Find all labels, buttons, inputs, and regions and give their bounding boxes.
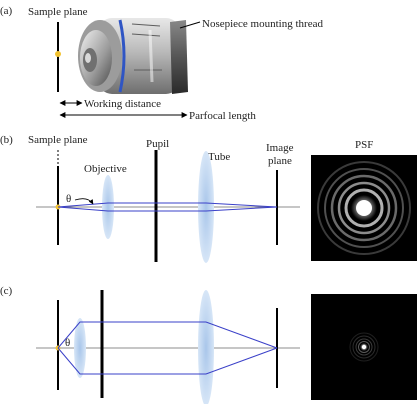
- angle-arc-b: [75, 199, 93, 204]
- angle-label-b: θ: [66, 193, 71, 205]
- panel-b-label: (b): [0, 134, 13, 146]
- panel-a: (a) Sample plane Nosepiece mounting thre…: [0, 5, 323, 122]
- sample-plane-label-a: Sample plane: [28, 6, 88, 18]
- parfocal-length-label: Parfocal length: [189, 110, 256, 122]
- working-distance-label: Working distance: [84, 98, 161, 110]
- ray-lower-c: [58, 348, 277, 374]
- sample-plane-label-b: Sample plane: [28, 134, 88, 146]
- tube-lens-c: [198, 290, 214, 404]
- angle-label-c: θ: [65, 337, 70, 349]
- psf-image-b: [311, 155, 417, 261]
- ray-lower-b: [58, 207, 277, 211]
- panel-c: (c) θ: [0, 285, 417, 404]
- ray-upper-c: [58, 322, 277, 348]
- sample-point-a: [55, 51, 61, 57]
- image-plane-label-1: Image: [266, 142, 294, 154]
- panel-b: (b) Sample plane Objective Pupil Tube Im…: [0, 134, 417, 263]
- tube-label: Tube: [208, 151, 230, 163]
- psf-core-c: [362, 345, 366, 349]
- psf-label: PSF: [355, 139, 373, 151]
- pupil-label: Pupil: [146, 138, 169, 150]
- panel-a-label: (a): [0, 5, 13, 17]
- mounting-thread: [170, 20, 188, 94]
- objective-sheen: [150, 30, 152, 82]
- objective-label: Objective: [84, 163, 127, 175]
- tube-lens-b: [198, 151, 214, 263]
- objective-lens-b: [102, 175, 114, 239]
- objective-illustration: [78, 18, 188, 94]
- image-plane-label-2: plane: [268, 155, 292, 167]
- objective-lens-highlight: [85, 53, 91, 63]
- psf-image-c: [311, 294, 417, 400]
- panel-c-label: (c): [0, 285, 13, 297]
- mount-callout-text: Nosepiece mounting thread: [202, 18, 323, 30]
- ray-upper-b: [58, 203, 277, 207]
- psf-core-b: [356, 200, 372, 216]
